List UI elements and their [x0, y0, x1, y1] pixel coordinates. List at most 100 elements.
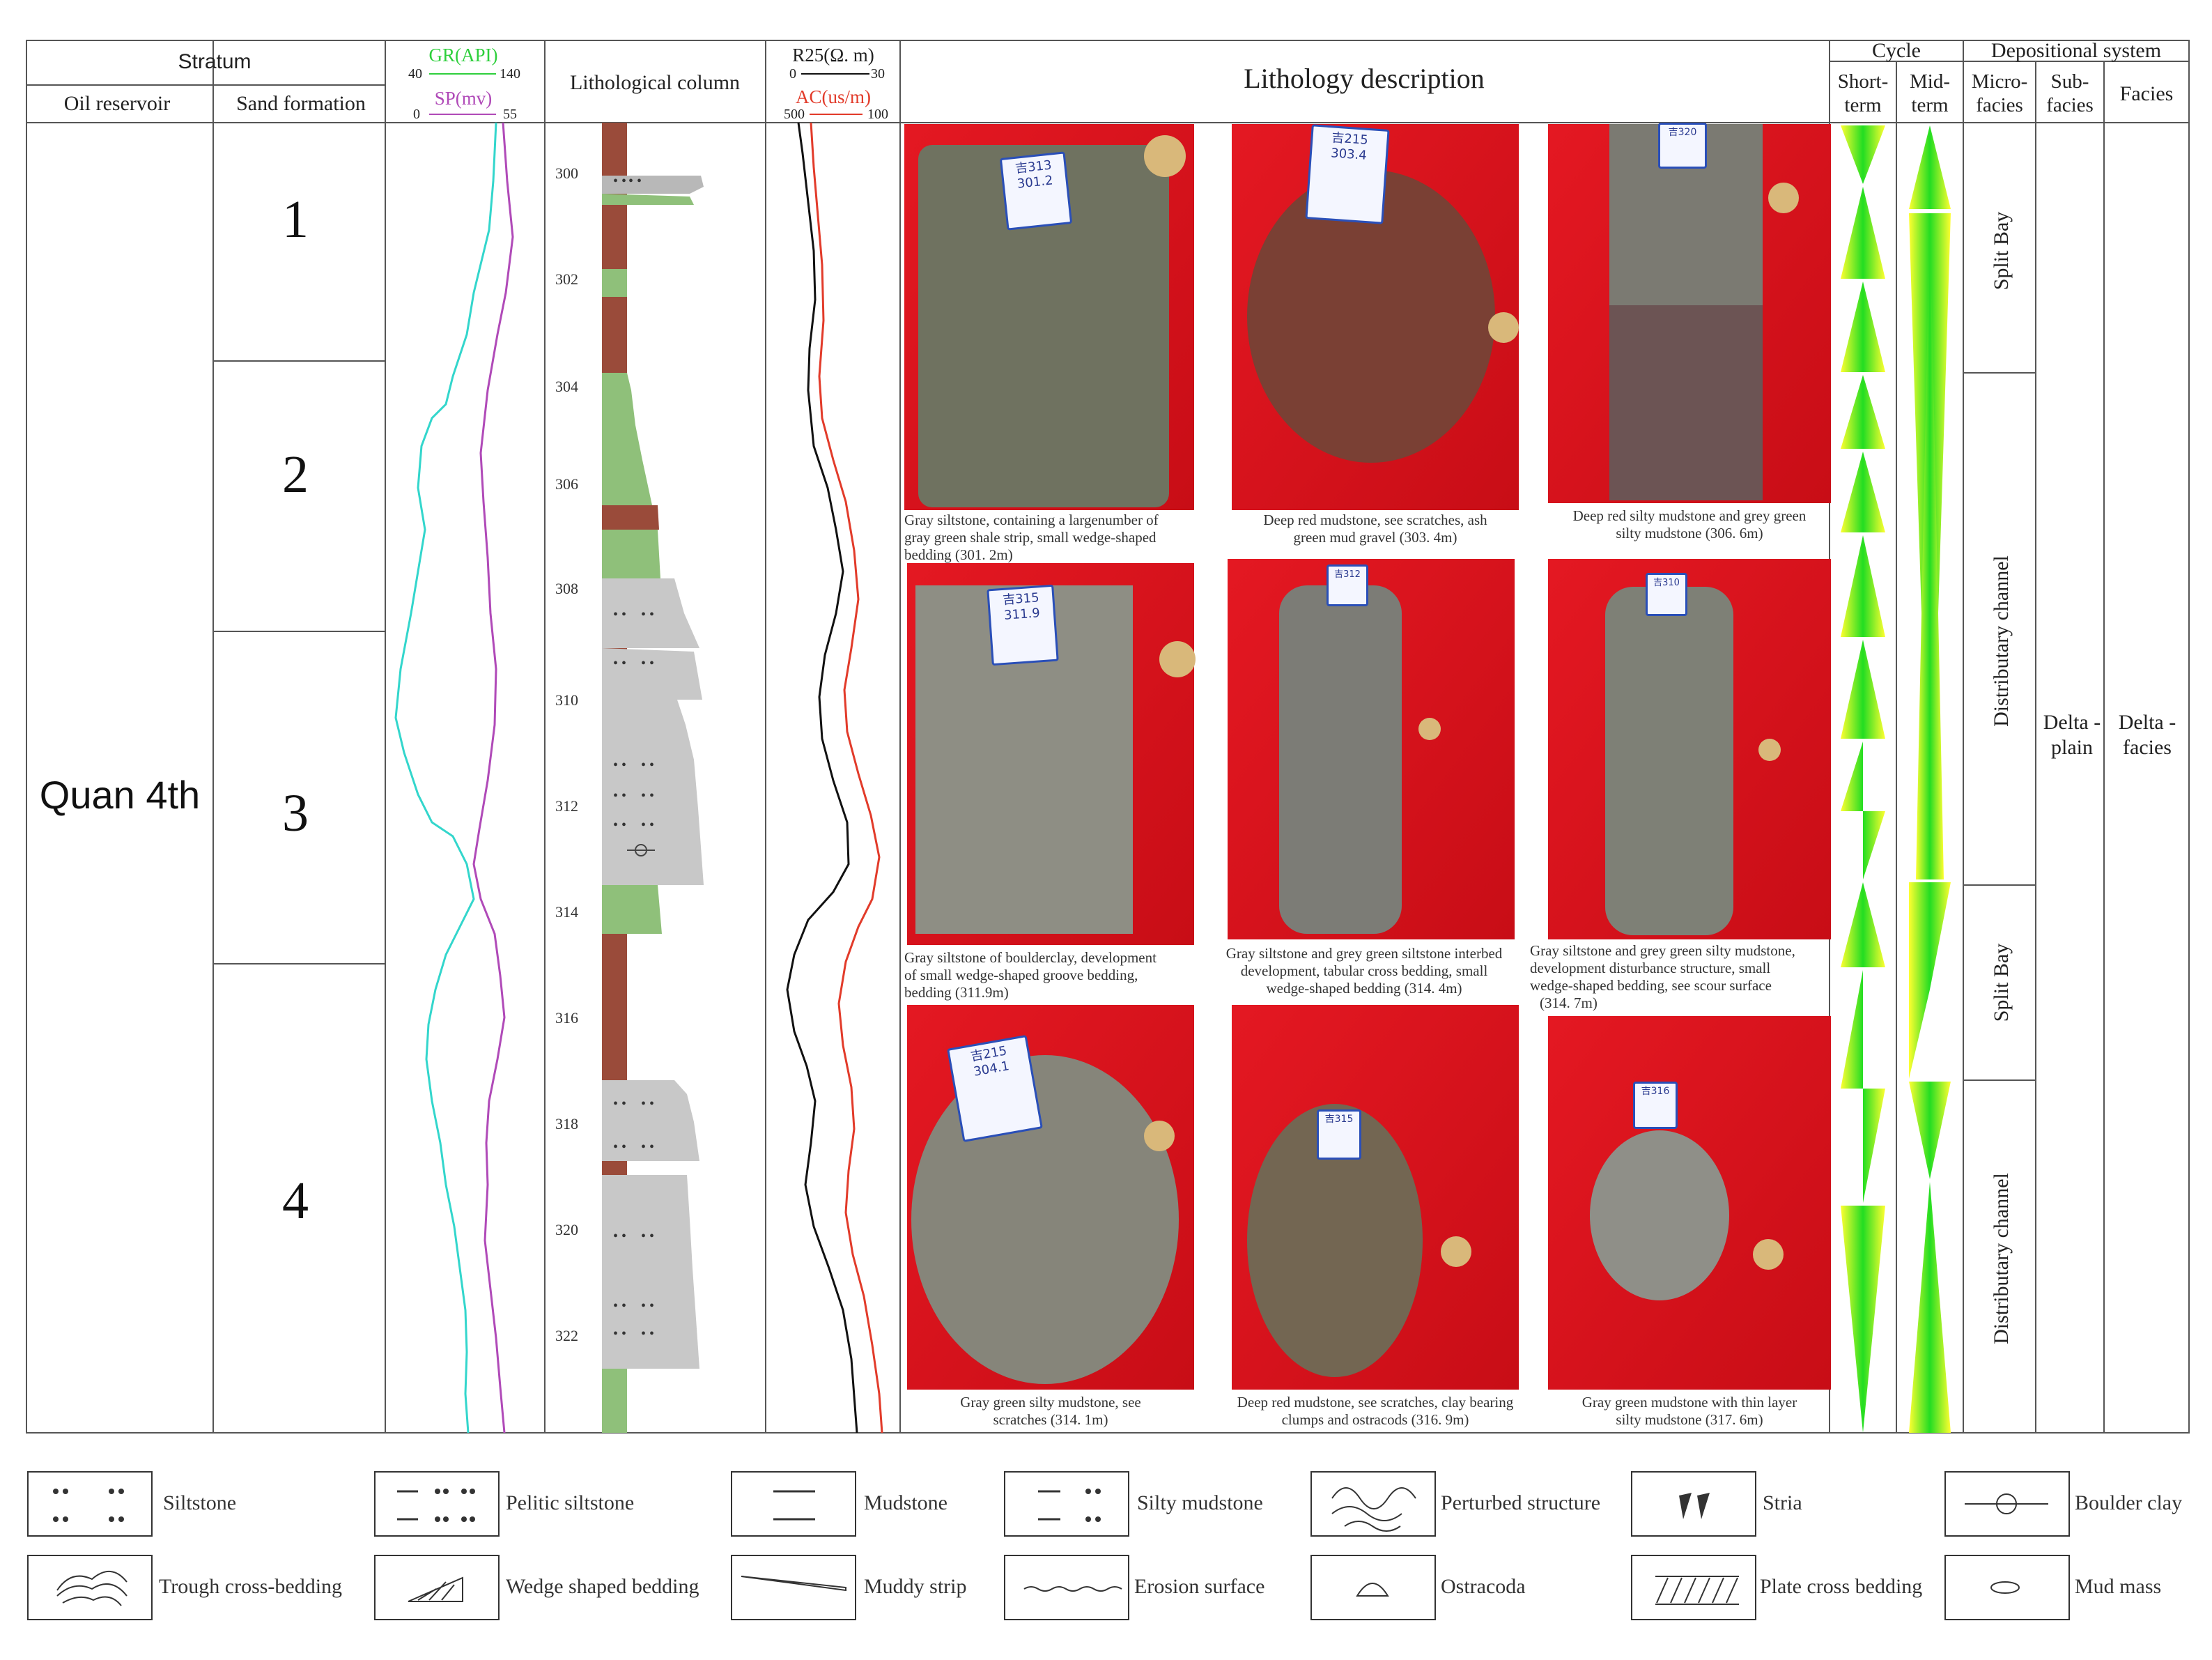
svg-text:• •: • •	[613, 788, 626, 804]
silty-mudstone-icon	[1038, 1489, 1101, 1522]
svg-text:• •: • •	[641, 1229, 654, 1244]
svg-text:• •: • •	[613, 758, 626, 773]
core-sample-label: 吉310	[1646, 573, 1687, 616]
legend-icons	[27, 1471, 2070, 1620]
cycle-heading: Cycle	[1872, 39, 1921, 62]
legend-label-silty-mudstone: Silty mudstone	[1137, 1491, 1263, 1514]
legend-label-ostracoda: Ostracoda	[1441, 1575, 1526, 1598]
r25-min-label: 0	[789, 66, 796, 82]
short-term-heading-2: term	[1844, 94, 1882, 116]
sand-formation-2: 2	[282, 445, 309, 504]
legend-label-siltstone: Siltstone	[163, 1491, 237, 1514]
table-frame	[26, 40, 2190, 1434]
legend-label-plate-cross-bedding: Plate cross bedding	[1760, 1575, 1923, 1598]
dep-system-heading: Depositional system	[1991, 39, 2161, 62]
reservoir-label: Quan 4th	[40, 773, 200, 817]
legend-label-trough-cross-bedding: Trough cross-bedding	[159, 1575, 343, 1598]
sand-formation-heading: Sand formation	[236, 92, 366, 115]
subfacies-label-2: plain	[2051, 736, 2093, 759]
muddy-strip-icon	[741, 1576, 846, 1592]
svg-text:• •: • •	[613, 1229, 626, 1244]
mud-mass-icon	[1990, 1581, 2020, 1594]
legend-label-mud-mass: Mud mass	[2075, 1575, 2162, 1598]
depth-ticks: 300 302 304 306 308 310 312 314 316 318 …	[555, 164, 578, 1344]
depth-tick-302: 302	[555, 270, 578, 288]
erosion-surface-icon	[1023, 1586, 1122, 1592]
core-photos	[904, 124, 1831, 1390]
ac-max-label: 100	[867, 107, 888, 122]
mudstone-icon	[773, 1490, 815, 1521]
svg-text:• •: • •	[613, 1139, 626, 1155]
gr-max-label: 140	[500, 66, 520, 82]
legend-label-pelitic-siltstone: Pelitic siltstone	[506, 1491, 635, 1514]
microfacies-heading-1: Micro-	[1972, 70, 2028, 93]
r25-max-label: 30	[871, 66, 885, 82]
r25-heading: R25(Ω. m)	[792, 45, 874, 66]
legend-label-erosion-surface: Erosion surface	[1134, 1575, 1265, 1598]
svg-text:• •: • •	[613, 174, 626, 189]
short-term-heading-1: Short-	[1838, 70, 1889, 93]
stratum-heading: Stratum	[178, 50, 251, 73]
svg-text:• •: • •	[613, 1298, 626, 1314]
pelitic-siltstone-icon	[397, 1489, 475, 1522]
svg-text:• •: • •	[641, 788, 654, 804]
microfacies-split-bay-2: Split Bay	[1990, 944, 2013, 1022]
lith-column-heading: Lithological column	[570, 71, 740, 94]
svg-text:• •: • •	[641, 817, 654, 833]
depth-tick-316: 316	[555, 1009, 578, 1027]
mid-term-heading-1: Mid-	[1910, 70, 1950, 93]
photo-caption: Gray siltstone and grey green siltstone …	[1225, 945, 1503, 997]
gr-heading: GR(API)	[429, 45, 498, 66]
microfacies-heading-2: facies	[1976, 94, 2023, 116]
svg-text:• •: • •	[641, 607, 654, 622]
ac-heading: AC(us/m)	[796, 86, 871, 107]
ac-log-curve	[810, 122, 883, 1434]
header: Stratum Oil reservoir Sand formation GR(…	[64, 39, 2174, 122]
sp-heading: SP(mv)	[435, 88, 493, 109]
mid-term-heading-2: term	[1911, 94, 1949, 116]
subfacies-heading-1: Sub-	[2051, 70, 2089, 93]
svg-text:• •: • •	[641, 758, 654, 773]
photo-caption: Gray siltstone and grey green silty muds…	[1530, 942, 1795, 1011]
lithological-column: • • • • • • • • • • • • • • • • • • • • • • • …	[602, 123, 704, 1433]
svg-text:• •: • •	[641, 1096, 654, 1112]
core-sample-label: 吉315	[1317, 1109, 1361, 1160]
legend-glyphs	[53, 1487, 2048, 1606]
depth-tick-300: 300	[555, 164, 578, 182]
ostracoda-icon	[1356, 1583, 1389, 1597]
sand-formation-4: 4	[282, 1171, 309, 1230]
ac-min-label: 500	[784, 107, 805, 122]
gr-min-label: 40	[408, 66, 422, 82]
trough-cross-bedding-icon	[56, 1570, 127, 1606]
sp-log-curve	[472, 122, 514, 1434]
short-term-cycles	[1841, 125, 1885, 1433]
legend-label-perturbed-structure: Perturbed structure	[1441, 1491, 1601, 1514]
stria-icon	[1679, 1493, 1710, 1519]
r25-log-curve	[786, 122, 858, 1434]
facies-heading: Facies	[2120, 82, 2174, 105]
legend-label-wedge-bedding: Wedge shaped bedding	[506, 1575, 699, 1598]
subfacies-label-1: Delta -	[2043, 711, 2101, 734]
wedge-bedding-icon	[408, 1576, 463, 1602]
photo-caption: Gray siltstone, containing a largenumber…	[904, 512, 1159, 563]
microfacies-distributary-channel-2: Distributary channel	[1990, 1173, 2013, 1344]
svg-text:• •: • •	[613, 1096, 626, 1112]
legend-label-muddy-strip: Muddy strip	[864, 1575, 967, 1598]
svg-text:• •: • •	[641, 656, 654, 671]
depth-tick-314: 314	[555, 903, 578, 921]
sand-formation-1: 1	[282, 190, 309, 249]
sand-formation-3: 3	[282, 784, 309, 843]
mid-term-cycles	[1909, 125, 1951, 1433]
core-sample-label: 吉316	[1633, 1082, 1678, 1129]
lith-desc-heading: Lithology description	[1244, 63, 1485, 94]
depth-tick-306: 306	[555, 475, 578, 493]
depth-tick-320: 320	[555, 1221, 578, 1238]
depth-tick-310: 310	[555, 691, 578, 709]
legend-label-stria: Stria	[1763, 1491, 1802, 1514]
